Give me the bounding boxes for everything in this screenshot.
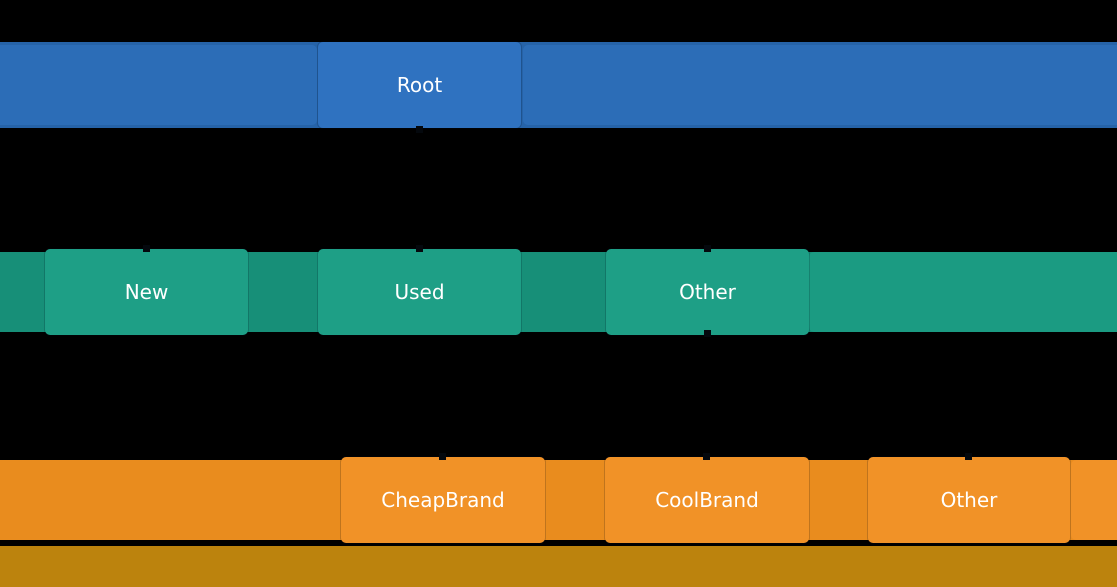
- connector-nub-new-top: [143, 245, 150, 252]
- connector-nub-used-top: [416, 245, 423, 252]
- node-other-condition-label: Other: [679, 280, 736, 304]
- node-other-condition[interactable]: Other: [606, 249, 809, 335]
- connector-nub-other-condition-bottom: [704, 330, 711, 337]
- connector-nub-other-brand-top: [965, 453, 972, 460]
- node-other-brand-label: Other: [940, 488, 998, 512]
- level-3-bar[interactable]: [0, 546, 1117, 587]
- connector-nub-coolbrand-top: [703, 453, 710, 460]
- node-root[interactable]: Root: [318, 42, 521, 128]
- node-new-label: New: [124, 280, 169, 304]
- node-coolbrand-label: CoolBrand: [655, 488, 759, 512]
- node-cheapbrand-label: CheapBrand: [381, 488, 505, 512]
- node-used-label: Used: [394, 280, 445, 304]
- level-0-filler-right: [523, 45, 1117, 125]
- level-2-filler-right: [1071, 460, 1117, 540]
- node-used[interactable]: Used: [318, 249, 521, 335]
- connector-nub-other-condition-top: [704, 245, 711, 252]
- node-coolbrand[interactable]: CoolBrand: [605, 457, 809, 543]
- connector-nub-root-bottom: [416, 126, 423, 133]
- node-new[interactable]: New: [45, 249, 248, 335]
- node-cheapbrand[interactable]: CheapBrand: [341, 457, 545, 543]
- node-root-label: Root: [396, 73, 443, 97]
- connector-nub-cheapbrand-top: [439, 453, 446, 460]
- node-other-brand[interactable]: Other: [868, 457, 1070, 543]
- level-1-filler-right: [809, 252, 1117, 332]
- level-0-filler-left: [0, 45, 317, 125]
